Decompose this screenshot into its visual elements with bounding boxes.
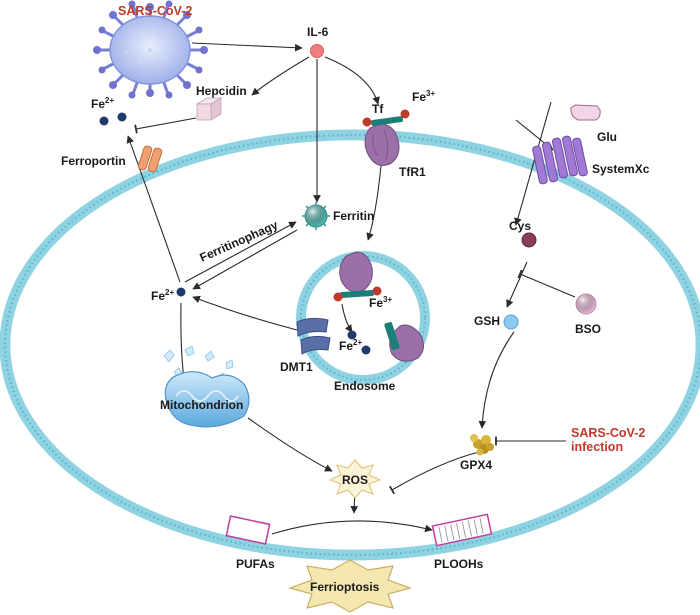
dmt1-transporter-icon <box>296 317 331 355</box>
tf-label: Tf <box>372 102 384 116</box>
fe3-endo-label: Fe3+ <box>369 295 392 310</box>
cys-icon <box>521 232 537 248</box>
ferrioptosis-label: Ferrioptosis <box>310 580 380 594</box>
fe2-ext-label: Fe2+ <box>91 96 114 111</box>
fe2-endo-label: Fe2+ <box>339 338 362 353</box>
bso-icon <box>575 293 597 315</box>
ros-burst-icon <box>328 459 382 499</box>
ploohs-label: PLOOHs <box>434 557 484 571</box>
il6-icon <box>310 44 324 58</box>
enzyme-cluster-icon <box>470 434 494 456</box>
sars-infection-label-line1: SARS-CoV-2 <box>571 426 645 440</box>
hepcidin-label: Hepcidin <box>196 84 247 98</box>
ferritinophagy-label: Ferritinophagy <box>198 218 281 265</box>
ferritin-label: Ferritin <box>333 209 374 223</box>
ferroportin-icon <box>137 145 163 173</box>
endosome-iron-icon <box>347 330 371 355</box>
endosome-label: Endosome <box>334 379 396 393</box>
fe2-cyto-label: Fe2+ <box>151 288 174 303</box>
cytosolic-iron-icon <box>176 287 186 297</box>
extracellular-iron-icon <box>99 112 127 126</box>
bso-label: BSO <box>575 322 601 336</box>
endosome-receptor-icon <box>333 251 382 302</box>
cube-icon <box>195 97 223 121</box>
tfr1-receptor-icon <box>362 109 410 166</box>
ros-label: ROS <box>342 473 368 487</box>
mitochondrion-icon <box>163 345 250 428</box>
ferroportin-label: Ferroportin <box>61 154 126 168</box>
glu-molecule-icon <box>570 104 601 121</box>
mitochondrion-label: Mitochondrion <box>160 398 243 412</box>
gsh-icon <box>503 314 519 330</box>
gsh-label: GSH <box>474 314 500 328</box>
tfr1-label: TfR1 <box>399 165 426 179</box>
cys-label: Cys <box>509 219 531 233</box>
ploohs-lipid-box <box>431 513 493 547</box>
sars-cov2-label: SARS-CoV-2 <box>118 4 192 18</box>
il6-label: IL-6 <box>307 25 329 39</box>
systemxc-transporter-icon <box>532 135 588 185</box>
sars-infection-label-line2: infection <box>571 440 623 454</box>
systemxc-label: SystemXc <box>592 162 650 176</box>
gpx4-label: GPX4 <box>460 458 492 472</box>
cell-membrane <box>0 129 700 561</box>
coronavirus-icon <box>93 0 208 99</box>
pufas-label: PUFAs <box>236 557 275 571</box>
fe3-ext-label: Fe3+ <box>412 89 435 104</box>
pathway-arrows <box>126 42 576 535</box>
pufas-lipid-box <box>225 515 271 545</box>
glu-label: Glu <box>597 130 617 144</box>
explosion-star-icon <box>288 559 412 613</box>
dmt1-label: DMT1 <box>280 360 313 374</box>
ferritin-sphere-icon <box>302 202 330 230</box>
endosome-receptor-icon-2 <box>384 321 424 362</box>
